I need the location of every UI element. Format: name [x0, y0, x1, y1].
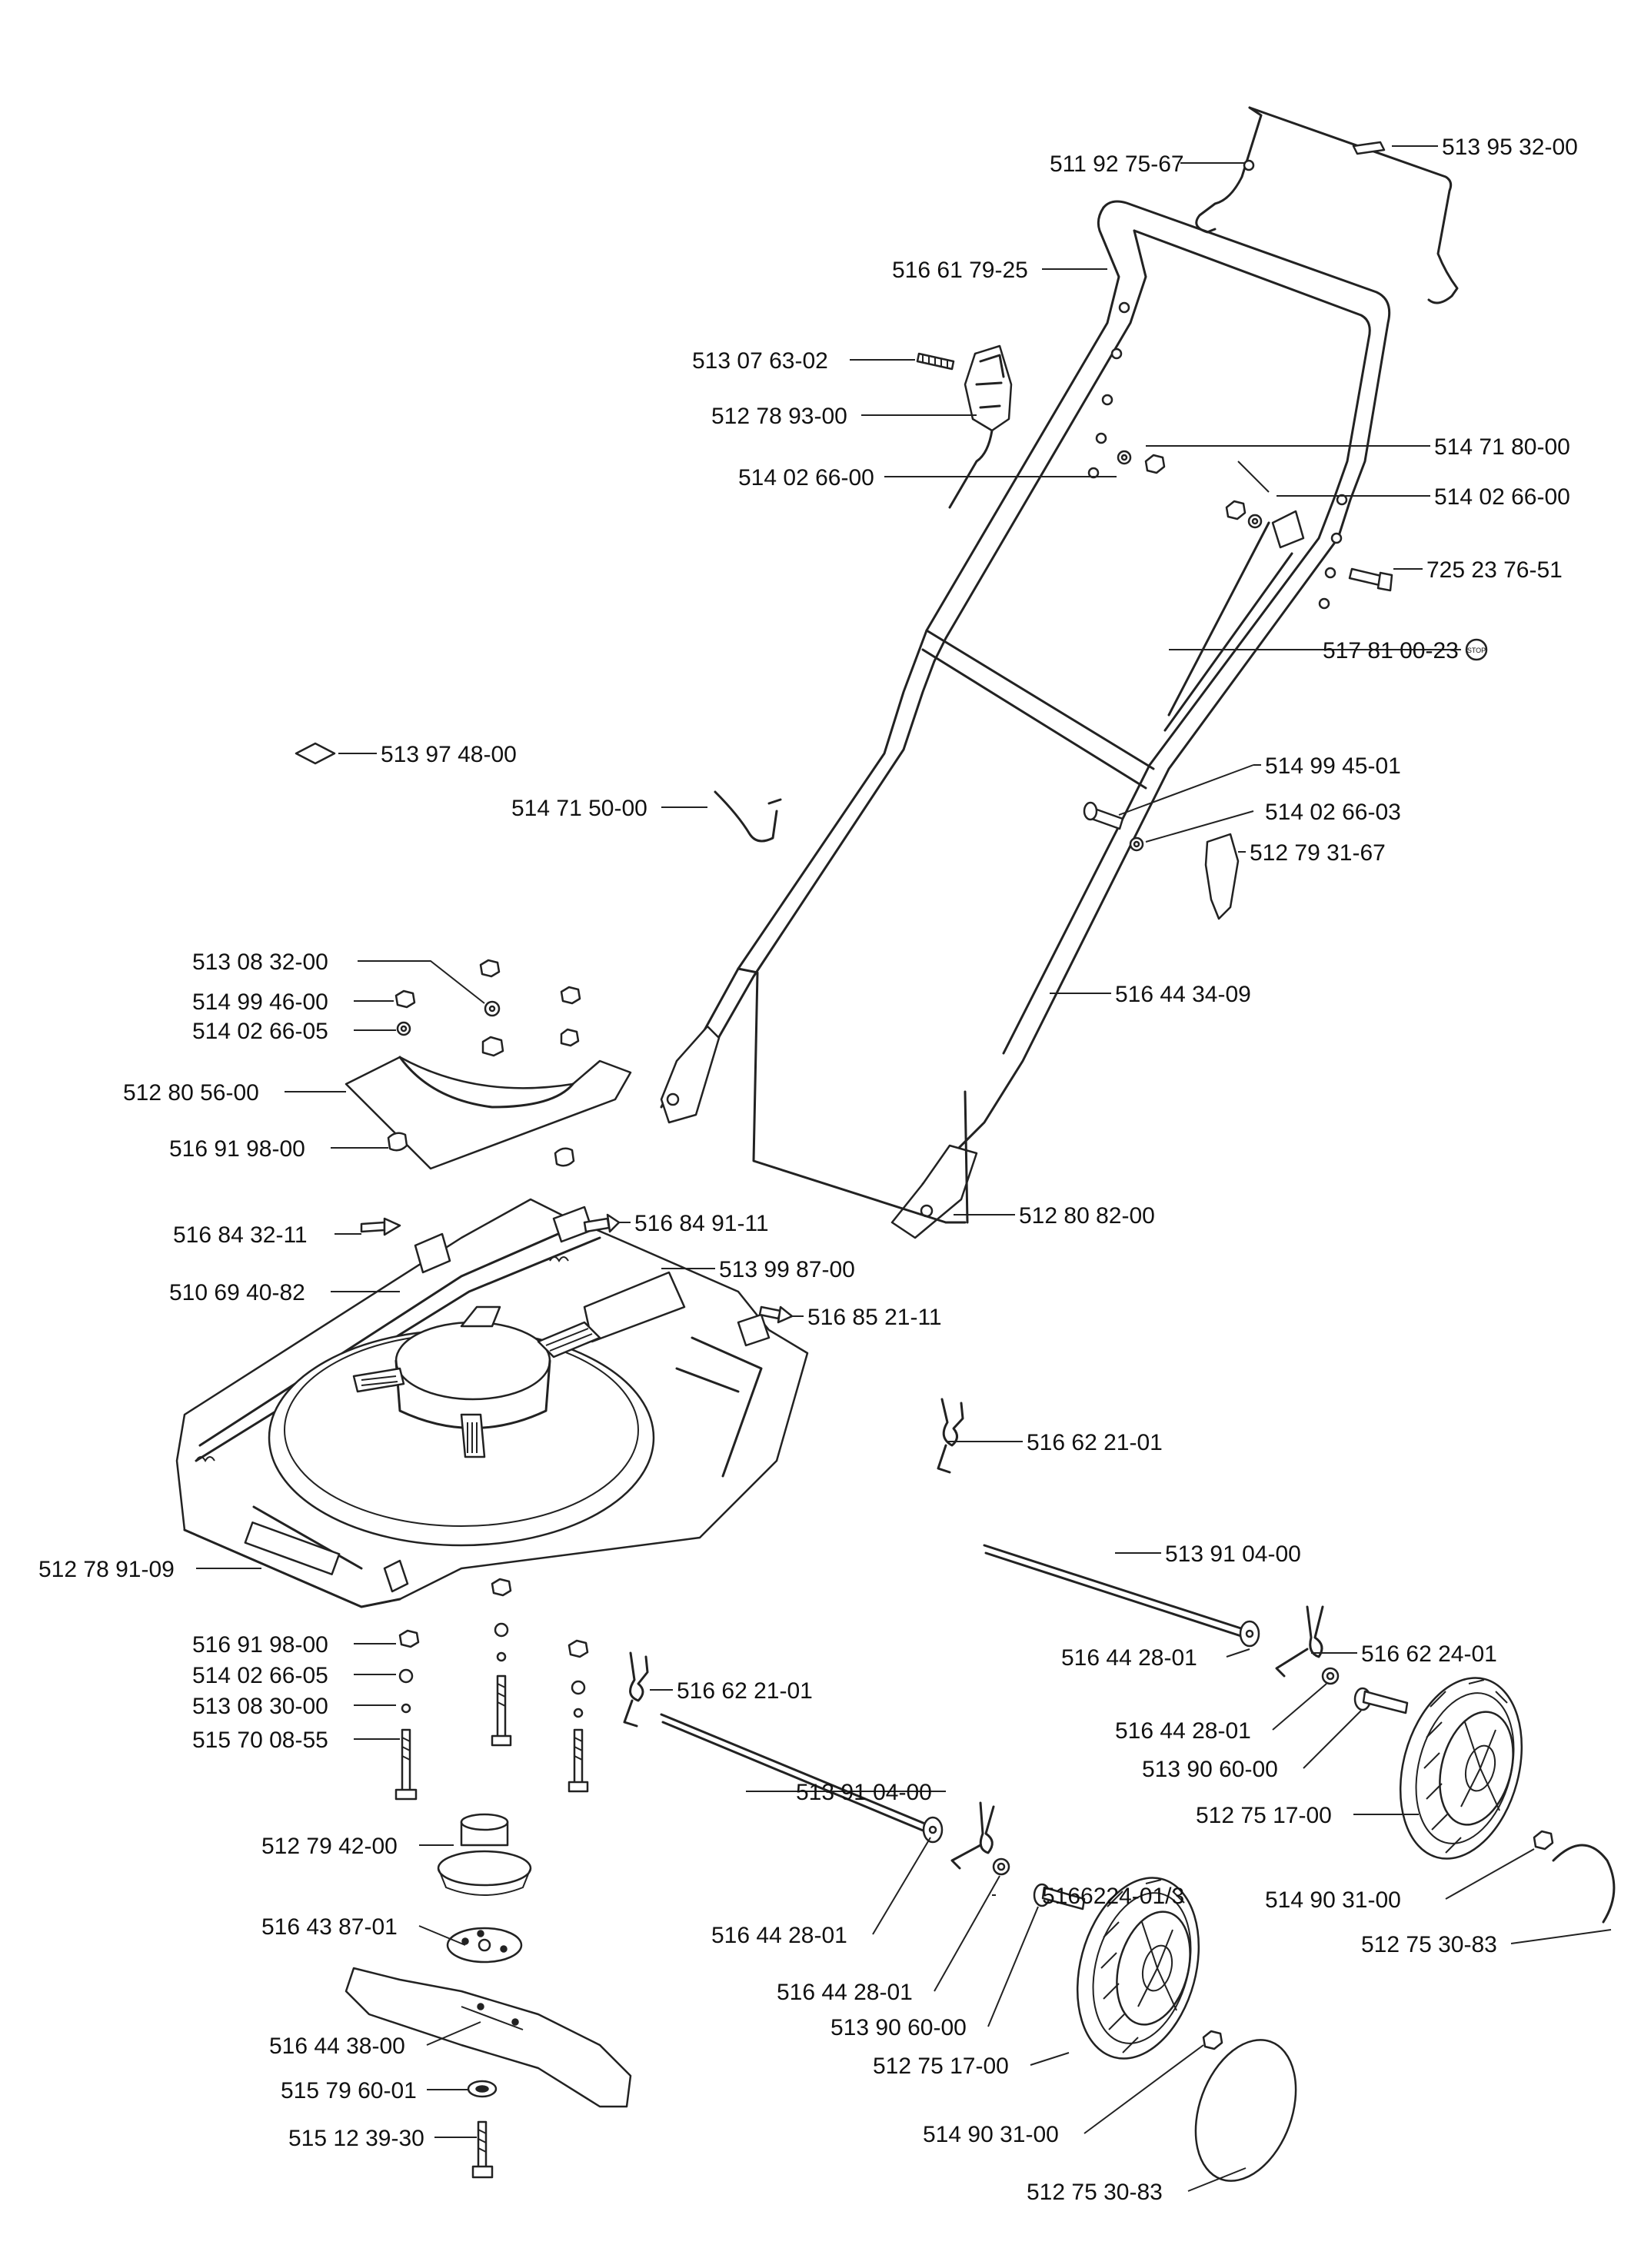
part-label: 514 02 66-03 — [1265, 800, 1401, 825]
cable-clip — [1271, 510, 1305, 549]
part-label: 513 95 32-00 — [1442, 135, 1578, 160]
handle-holes — [666, 301, 1348, 1218]
upper-handle — [914, 200, 1391, 663]
part-label: 516 84 91-11 — [634, 1211, 769, 1236]
bail-lever — [1195, 106, 1459, 304]
part-label: 515 70 08-55 — [192, 1728, 328, 1753]
part-label: 516 44 34-09 — [1115, 982, 1251, 1007]
part-label: 516 91 98-00 — [192, 1632, 328, 1658]
part-label: 513 08 30-00 — [192, 1694, 328, 1719]
stop-badge: STOP — [1465, 638, 1488, 661]
part-label: 517 81 00-23 — [1323, 638, 1459, 663]
part-label: 513 90 60-00 — [1142, 1757, 1278, 1782]
part-label: 513 99 87-00 — [719, 1257, 855, 1282]
part-label: 515 12 39-30 — [288, 2126, 424, 2151]
part-label: 512 79 42-00 — [261, 1834, 398, 1859]
part-label: 5166224-01/3 — [1042, 1884, 1184, 1909]
part-label: 516 61 79-25 — [892, 258, 1028, 283]
u-bracket — [737, 967, 969, 1224]
part-label: 512 78 91-09 — [38, 1557, 175, 1582]
part-label: 514 02 66-00 — [738, 465, 874, 491]
part-label: 516 44 28-01 — [1115, 1718, 1251, 1744]
part-label: 514 71 50-00 — [511, 796, 647, 821]
part-label: 512 75 30-83 — [1361, 1932, 1497, 1957]
part-label: 513 91 04-00 — [1165, 1541, 1301, 1567]
decal-diamond — [295, 742, 336, 765]
part-label: 513 08 32-00 — [192, 949, 328, 975]
part-label: 516 43 87-01 — [261, 1914, 398, 1940]
mower-deck — [175, 1198, 809, 1608]
part-label: 512 75 17-00 — [873, 2054, 1009, 2079]
part-label: 516 62 21-01 — [677, 1678, 813, 1704]
part-label: 514 02 66-00 — [1434, 484, 1570, 510]
part-label: 516 44 28-01 — [1061, 1645, 1197, 1671]
grip-decal — [1352, 141, 1386, 155]
part-label: 514 99 45-01 — [1265, 753, 1401, 779]
part-label: 513 90 60-00 — [830, 2015, 967, 2040]
wheel-nuts — [1202, 1830, 1554, 2050]
part-label: 514 99 46-00 — [192, 989, 328, 1015]
front-wheel — [1076, 1877, 1200, 2060]
part-label: 516 44 28-01 — [711, 1923, 847, 1948]
spindle-parts — [345, 1578, 632, 2179]
rear-wheel — [1399, 1677, 1523, 1860]
part-label: 511 92 75-67 — [1050, 151, 1184, 177]
part-label: 512 79 31-67 — [1250, 840, 1386, 866]
front-axle — [623, 1651, 1086, 1911]
part-label: 514 02 66-05 — [192, 1663, 328, 1688]
rear-axle — [937, 1398, 1409, 1714]
part-label: 510 69 40-82 — [169, 1280, 305, 1305]
part-label: 514 71 80-00 — [1434, 434, 1570, 460]
leaders — [196, 145, 1612, 2192]
part-label: 516 91 98-00 — [169, 1136, 305, 1162]
handle-knob — [1204, 833, 1240, 920]
part-labels: 511 92 75-67 513 95 32-00 516 61 79-25 5… — [38, 135, 1578, 2205]
part-label: 513 07 63-02 — [692, 348, 828, 374]
part-label: 516 44 28-01 — [777, 1980, 913, 2005]
part-label: 512 75 17-00 — [1196, 1803, 1332, 1828]
rear-flap-bracket — [345, 959, 632, 1170]
part-label: 514 02 66-05 — [192, 1019, 328, 1044]
stop-badge-text: STOP — [1467, 647, 1486, 654]
throttle-control — [916, 344, 1293, 732]
hub-caps — [1194, 1844, 1616, 2182]
part-label: 513 97 48-00 — [381, 742, 517, 767]
part-label: 512 80 82-00 — [1019, 1203, 1155, 1229]
deck-fasteners — [360, 1213, 794, 1324]
part-label: 512 75 30-83 — [1027, 2180, 1163, 2205]
part-label: 516 85 21-11 — [807, 1305, 942, 1330]
part-label: 512 78 93-00 — [711, 404, 847, 429]
part-label: 516 84 32-11 — [173, 1222, 308, 1248]
part-label: 725 23 76-51 — [1426, 557, 1563, 583]
part-label: 516 44 38-00 — [269, 2034, 405, 2059]
cable-tie — [714, 790, 782, 843]
part-label: 515 79 60-01 — [281, 2078, 417, 2103]
part-label: 513 91 04-00 — [796, 1780, 932, 1805]
lower-handle — [660, 497, 1352, 1239]
handle-fasteners — [1083, 450, 1393, 852]
part-label: 514 90 31-00 — [923, 2122, 1059, 2147]
part-label: 516 62 21-01 — [1027, 1430, 1163, 1455]
part-label: 514 90 31-00 — [1265, 1887, 1401, 1913]
part-label: 516 62 24-01 — [1361, 1641, 1497, 1667]
part-label: 512 80 56-00 — [123, 1080, 259, 1106]
